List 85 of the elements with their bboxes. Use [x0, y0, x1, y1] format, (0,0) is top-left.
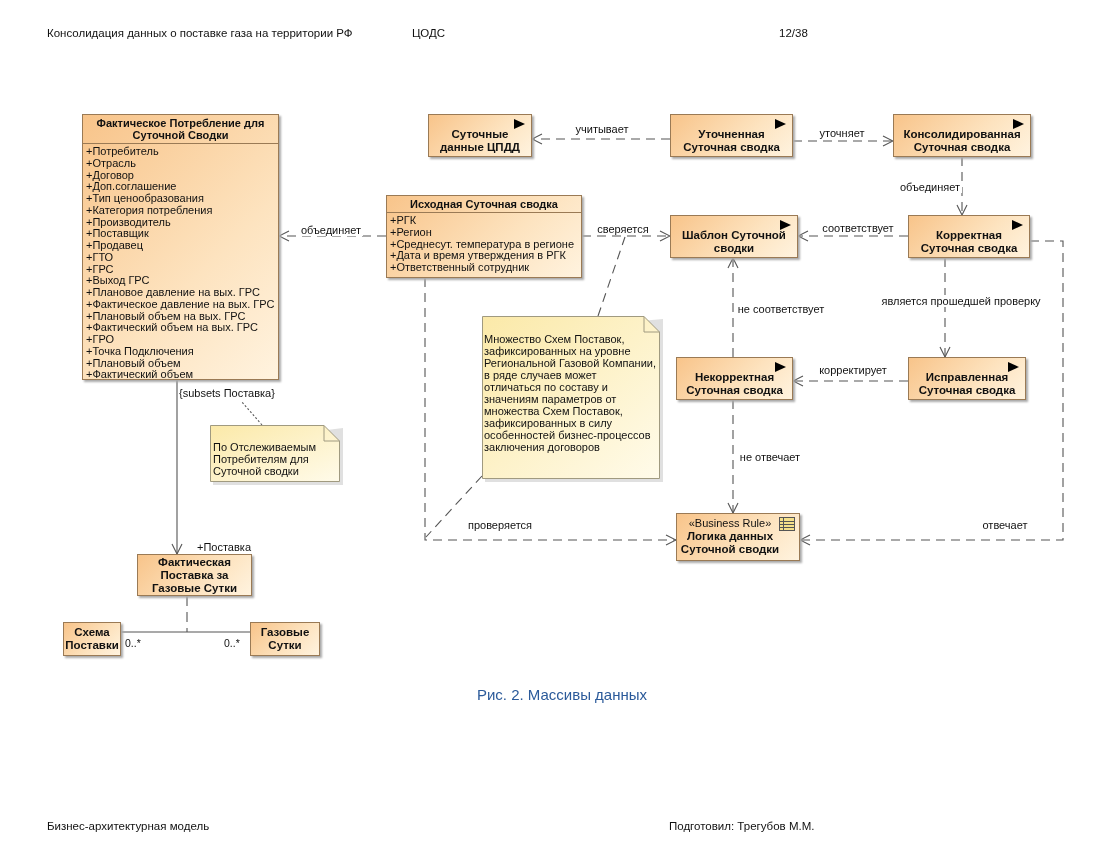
note-box	[210, 425, 340, 482]
attribute: +Доп.соглашение	[85, 181, 177, 193]
multiplicity: 0..*	[224, 637, 240, 649]
action-box	[908, 357, 1026, 400]
arrow	[171, 379, 183, 555]
node-title: Суточные данные ЦПДД	[438, 127, 522, 154]
edge-label: является прошедшей проверку	[879, 295, 1043, 307]
multiplicity: 0..*	[125, 637, 141, 649]
attribute: +Выход ГРС	[85, 275, 151, 287]
class-name: Фактическое Потребление для Суточной Сводки	[83, 115, 278, 144]
node-title: Исправленная Суточная сводка	[917, 370, 1017, 397]
arrow	[792, 375, 909, 387]
anchor-line	[597, 236, 626, 317]
attribute: +Дата и время утверждения в РГК	[389, 250, 566, 262]
page-footer: Подготовил: Трегубов М.М.	[669, 820, 815, 832]
association-line	[120, 631, 251, 633]
class-box	[250, 622, 320, 656]
note-box	[482, 316, 660, 479]
arrow	[727, 257, 739, 358]
arrow	[278, 230, 387, 242]
arrow	[799, 240, 1064, 546]
note-text: Множество Схем Поставок, зафиксированных на уровне Региональной Газовой Компании, в ряде случаев может отличаться по составу и значениям параметров от множества Схем Поставок, зафиксированных в силу особенностей бизнес-процессов заключения договоров	[484, 333, 656, 453]
arrow	[581, 230, 671, 242]
class-box	[386, 195, 582, 278]
attribute: +ГТО	[85, 251, 114, 264]
node-title: Некорректная Суточная сводка	[685, 370, 784, 397]
node-title: Логика данных Суточной сводки	[679, 530, 781, 556]
node-title: Схема Поставки	[65, 626, 119, 652]
arrow	[727, 399, 739, 514]
attribute: +Производитель	[85, 216, 171, 229]
attribute: +Регион	[389, 226, 433, 239]
attribute: +Продавец	[85, 240, 144, 252]
class-name: Исходная Суточная сводка	[387, 196, 581, 213]
class-box	[82, 114, 279, 380]
attribute: +Точка Подключения	[85, 345, 195, 358]
attribute: +Плановый объем на вых. ГРС	[85, 310, 247, 322]
anchor-line	[186, 595, 188, 633]
edge-label: +Поставка	[196, 541, 252, 553]
arrow	[956, 156, 968, 216]
action-box	[670, 215, 798, 258]
anchor-line	[425, 475, 483, 538]
attribute: +Поставщик	[85, 228, 149, 240]
attribute: +Договор	[85, 169, 134, 182]
constraint-text: {subsets Поставка}	[179, 387, 275, 399]
edge-label: объединяет	[298, 224, 364, 236]
attribute: +ГРО	[85, 334, 116, 346]
action-box	[676, 357, 793, 400]
node-title: Газовые Сутки	[259, 626, 311, 652]
attribute: +ГРС	[85, 263, 115, 276]
attribute: +Ответственный сотрудник	[389, 262, 531, 274]
node-title: Корректная Суточная сводка	[919, 228, 1019, 255]
arrow	[531, 133, 671, 145]
node-title: Консолидированная Суточная сводка	[902, 127, 1022, 154]
action-box	[893, 114, 1031, 157]
note-text: По Отслеживаемым Потребителям для Суточной сводки	[213, 441, 317, 477]
action-box	[428, 114, 532, 157]
page-header: ЦОДС	[412, 27, 446, 39]
figure-caption: Рис. 2. Массивы данных	[476, 686, 648, 703]
page-number: 12/38	[779, 27, 808, 39]
node-title: Уточненная Суточная сводка	[682, 127, 781, 154]
attribute: +Среднесут. температура в регионе	[389, 238, 575, 251]
stereotype: «Business Rule»	[687, 517, 773, 530]
node-title: Шаблон Суточной сводки	[681, 228, 787, 255]
arrow	[939, 257, 951, 358]
arrow	[424, 277, 677, 546]
action-box	[908, 215, 1030, 258]
attribute: +Тип ценообразования	[85, 193, 204, 205]
arrow	[792, 135, 894, 147]
attribute: +Плановое давление на вых. ГРС	[85, 287, 261, 299]
node-title: Фактическая Поставка за Газовые Сутки	[150, 555, 239, 595]
attribute: +Фактический объем	[85, 369, 195, 381]
attribute: +Потребитель	[85, 146, 160, 158]
edge-label: объединяет	[897, 181, 963, 193]
attribute: +Фактическое давление на вых. ГРС	[85, 298, 276, 311]
attribute: +РГК	[389, 215, 418, 227]
attribute: +Категория потребления	[85, 204, 214, 217]
action-box	[670, 114, 793, 157]
anchor-line	[240, 400, 263, 426]
page-header: Консолидация данных о поставке газа на территории РФ	[47, 27, 353, 39]
attribute: +Отрасль	[85, 157, 136, 170]
attribute: +Плановый объем	[85, 357, 181, 369]
page-footer: Бизнес-архитектурная модель	[47, 820, 210, 832]
arrow	[797, 230, 909, 242]
class-box	[137, 554, 252, 596]
attribute: +Фактический объем на вых. ГРС	[85, 322, 259, 334]
